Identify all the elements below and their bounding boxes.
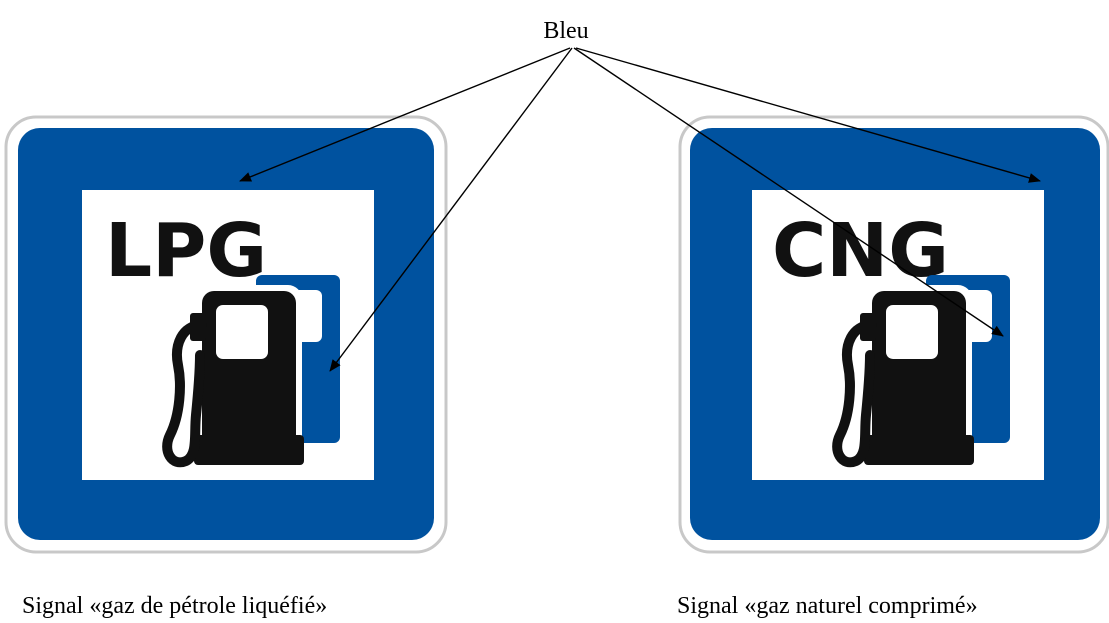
lpg-sign: LPG bbox=[4, 115, 448, 554]
lpg-sign-code: LPG bbox=[105, 208, 267, 294]
arrow-to-cng-border bbox=[575, 47, 1041, 183]
arrow-to-lpg-back-pump bbox=[329, 47, 573, 372]
callout-label: Bleu bbox=[543, 18, 588, 44]
arrow-to-lpg-border bbox=[239, 47, 571, 182]
cng-sign: CNG bbox=[678, 115, 1109, 554]
callout-arrows bbox=[239, 47, 1041, 372]
lpg-caption: Signal «gaz de pétrole liquéfié» bbox=[22, 593, 327, 619]
arrow-to-cng-back-pump bbox=[573, 47, 1004, 337]
cng-caption: Signal «gaz naturel comprimé» bbox=[677, 593, 978, 619]
